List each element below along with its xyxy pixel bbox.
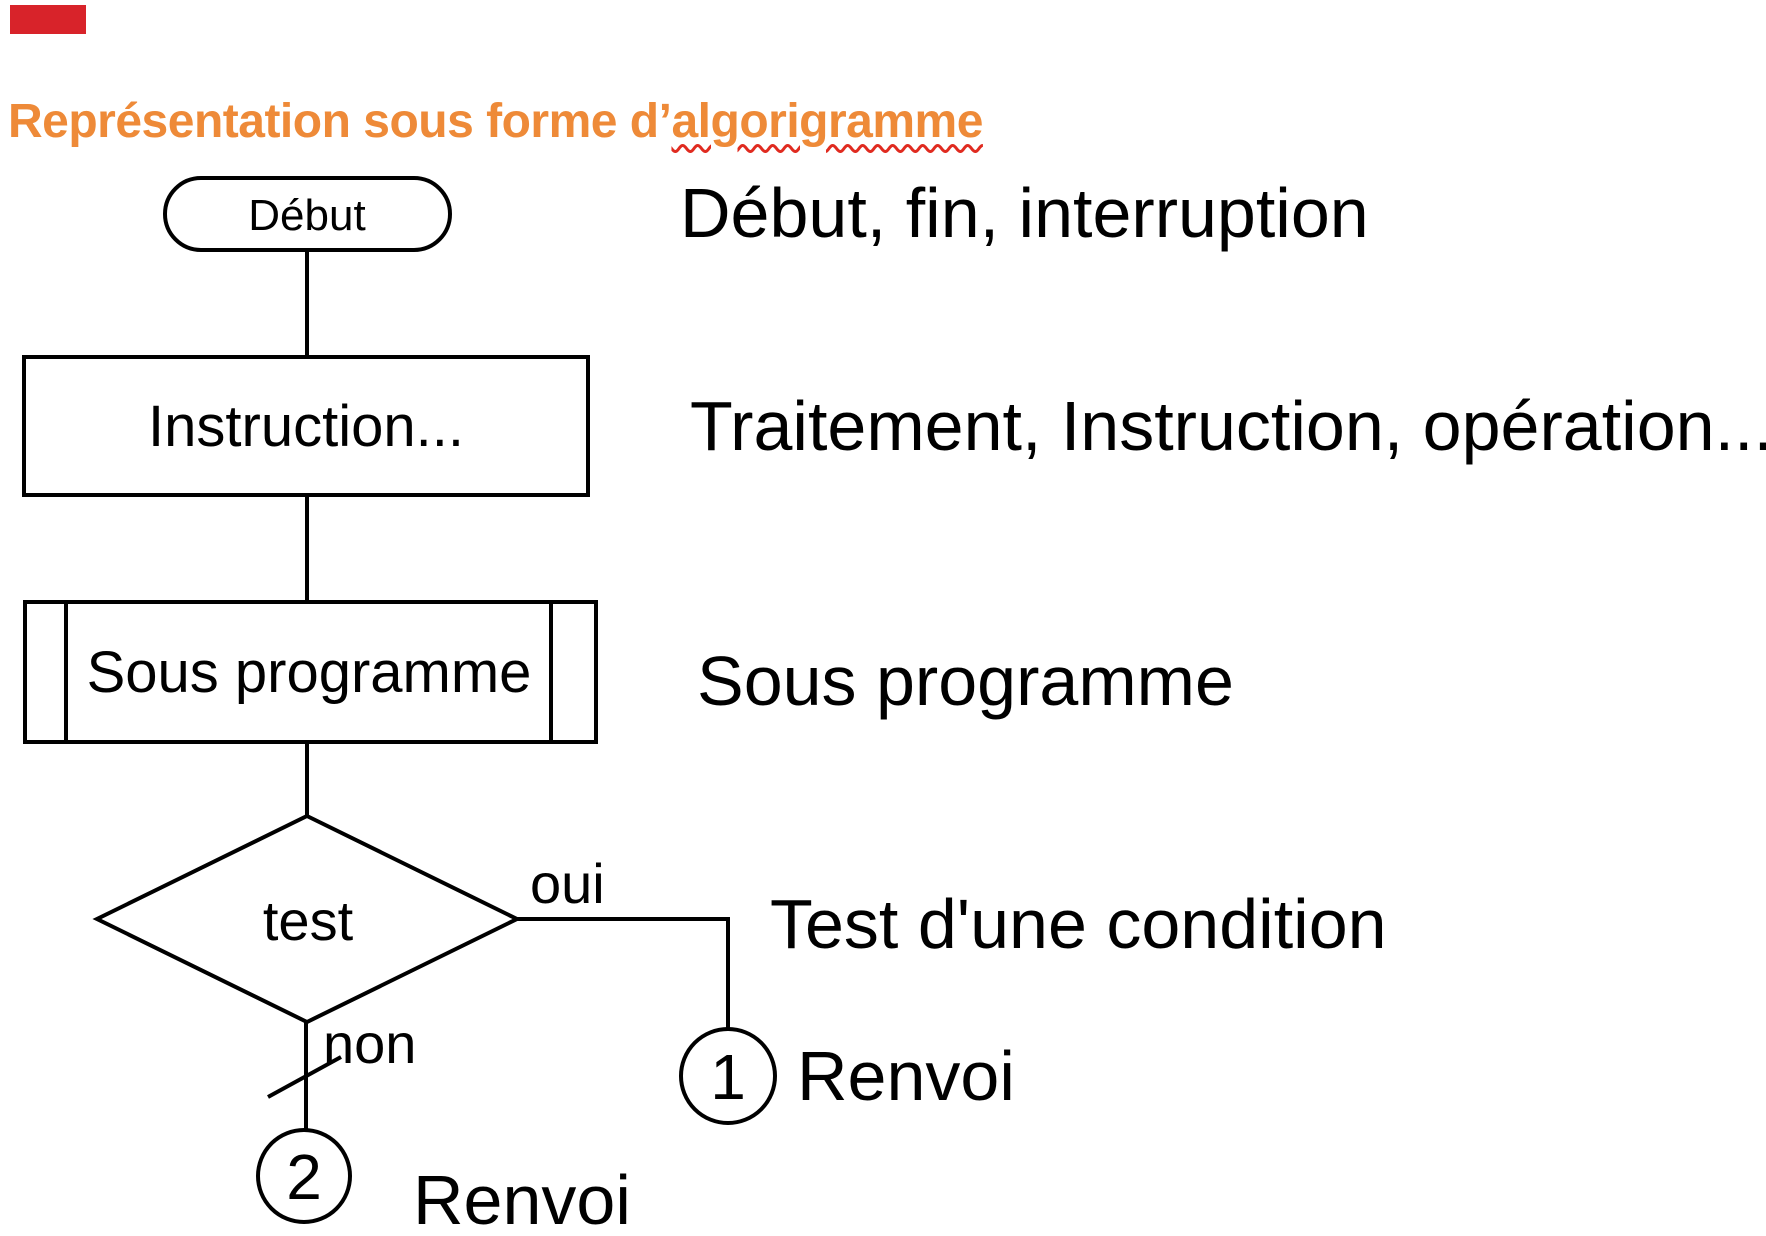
connector-circle-1-label: 1 — [710, 1041, 746, 1113]
legend-connector-1: Renvoi — [797, 1037, 1015, 1115]
page-title: Représentation sous forme d’algorigramme — [8, 94, 983, 149]
start-terminator-shape — [163, 176, 452, 252]
connector-circle-2 — [256, 1128, 352, 1224]
legend-decision: Test d'une condition — [770, 885, 1387, 963]
legend-terminator: Début, fin, interruption — [680, 174, 1369, 252]
legend-subroutine: Sous programme — [697, 642, 1234, 720]
decision-diamond — [92, 813, 522, 1025]
subroutine-box — [23, 600, 598, 744]
decision-label: test — [263, 889, 354, 952]
no-branch-strike-tick — [267, 1055, 342, 1099]
branch-yes-label: oui — [530, 852, 605, 915]
connector-circle-1 — [679, 1027, 777, 1125]
page-title-misspelled-word: algorigramme — [671, 95, 983, 148]
connector-decision-yes-branch — [517, 917, 730, 1029]
legend-connector-2: Renvoi — [413, 1161, 631, 1236]
process-label: Instruction... — [148, 394, 464, 459]
slide-corner-marker — [10, 5, 86, 34]
branch-no-label: non — [323, 1012, 416, 1075]
start-terminator-label: Début — [248, 191, 365, 240]
process-box — [22, 355, 590, 497]
legend-process: Traitement, Instruction, opération... — [690, 387, 1766, 465]
connector-circle-2-label: 2 — [286, 1141, 322, 1213]
subroutine-label: Sous programme — [87, 640, 532, 705]
page-title-text: Représentation sous forme d’ — [8, 95, 672, 148]
